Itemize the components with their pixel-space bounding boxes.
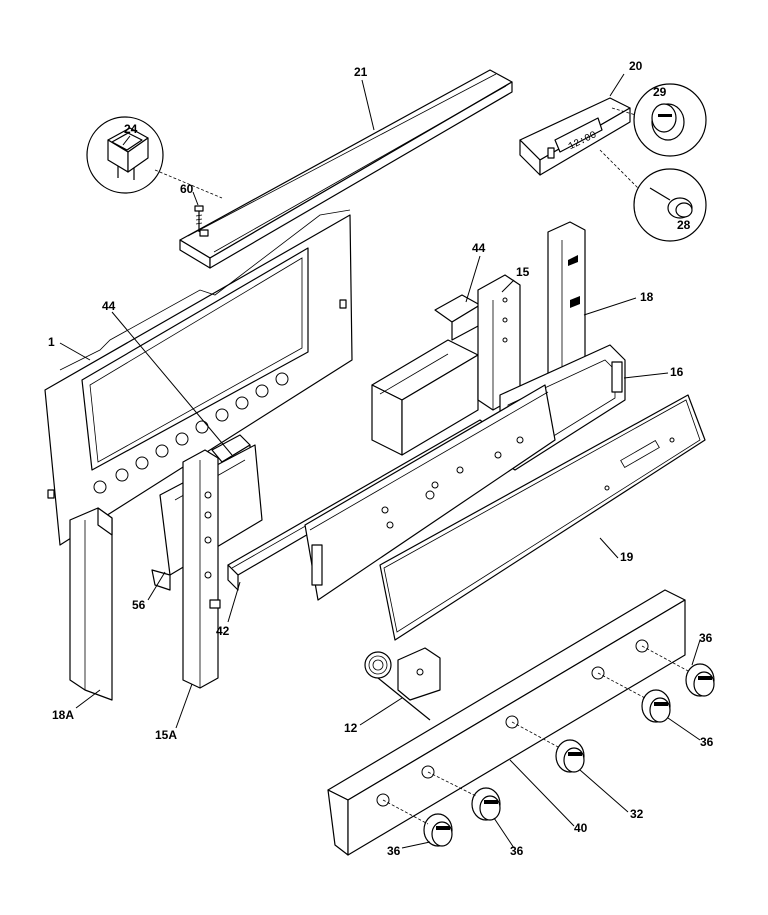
knob-36-c [471,787,501,821]
part-15-right-bracket [477,274,521,411]
callout-15: 15 [516,265,530,279]
part-29-knob-inset [633,83,707,157]
part-21-top-trim [179,69,513,269]
part-24-switch-inset [86,116,223,199]
part-18A-end-panel [69,507,113,701]
part-40-manifold-panel [327,589,686,856]
callout-24: 24 [124,122,138,136]
callout-36-bottom-mid: 36 [510,844,524,858]
callout-18A: 18A [52,708,74,722]
callout-18: 18 [640,290,654,304]
callout-40: 40 [574,821,588,835]
callout-42: 42 [216,624,230,638]
callout-1: 1 [48,335,55,349]
callout-15A: 15A [155,728,177,742]
callout-28: 28 [677,218,691,232]
callout-56: 56 [132,598,146,612]
callout-29: 29 [653,85,667,99]
callout-16: 16 [670,365,684,379]
knob-32 [555,739,585,773]
part-19-front-panel [379,394,706,641]
part-60-screw [194,205,204,232]
part-1-back-panel [44,209,353,546]
inner-housing [371,339,479,456]
callout-32: 32 [630,807,644,821]
callout-19: 19 [620,550,634,564]
part-20-clock-module: 12:00 [519,97,647,191]
callout-44-right: 44 [472,241,486,255]
part-15A-left-bracket [182,449,221,689]
callout-60: 60 [180,182,194,196]
knob-36-a [685,663,715,697]
callout-12: 12 [344,721,358,735]
callout-labels: 21 20 29 24 28 60 44 44 15 18 1 16 19 56… [48,59,714,858]
knob-36-b [641,689,671,723]
callout-36-right: 36 [700,735,714,749]
callout-20: 20 [629,59,643,73]
callout-44-left: 44 [102,299,116,313]
knob-36-d [423,813,453,847]
leader-lines [59,73,701,849]
callout-21: 21 [354,65,368,79]
part-12-thermostat [364,647,441,721]
callout-36-bottom-left: 36 [387,844,401,858]
part-44-right-bracket [434,294,481,341]
callout-36-top: 36 [699,631,713,645]
part-28-shaft-inset [633,168,707,242]
control-panel-body [304,384,556,601]
